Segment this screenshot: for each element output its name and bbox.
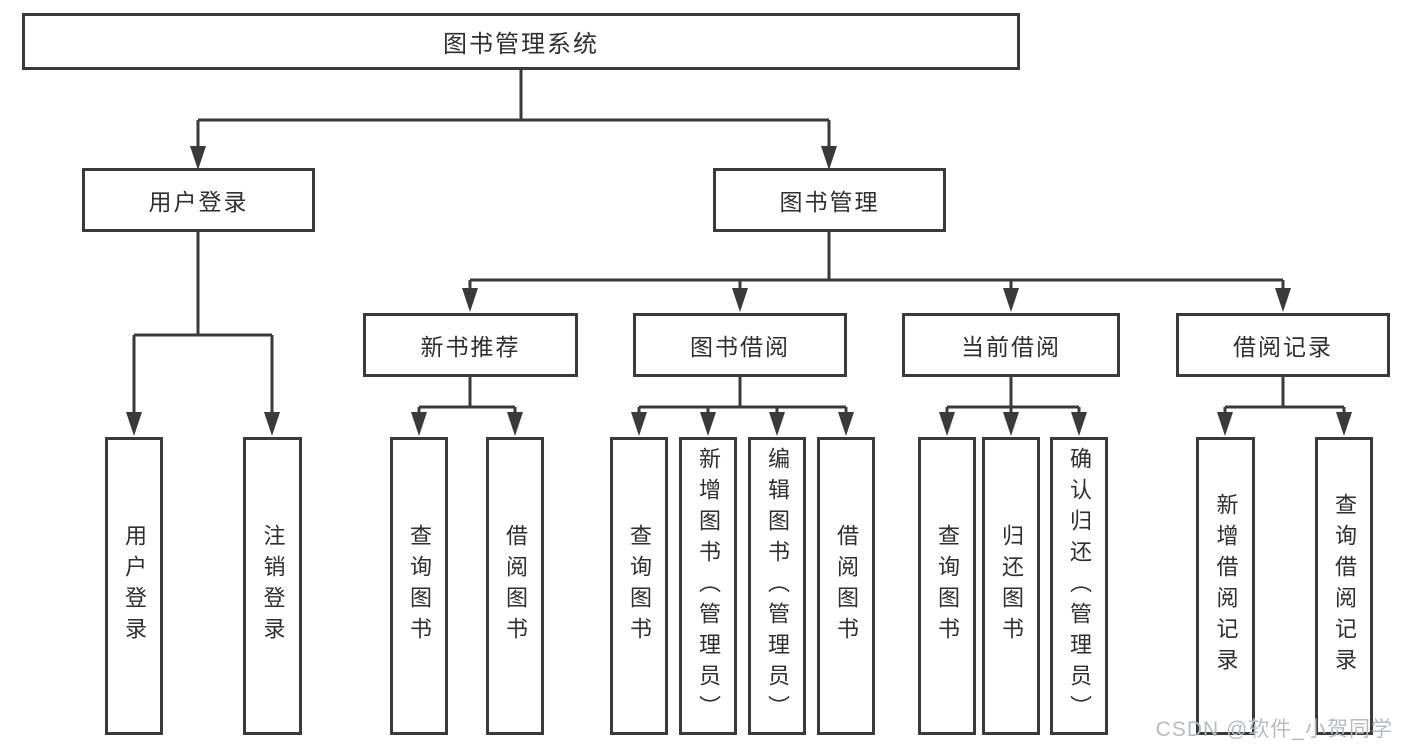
leaf-query-books-recommend: 查询图书 (390, 437, 448, 735)
arrowhead-book-borrowing (732, 288, 748, 312)
arrowhead-current-borrowing (1003, 288, 1019, 312)
arrowhead-return-books (1003, 412, 1019, 436)
arrowhead-add-books (700, 412, 716, 436)
arrowhead-confirm-return (1071, 412, 1087, 436)
connector-root-to-level2 (190, 70, 837, 170)
node-current-borrowing: 当前借阅 (902, 313, 1120, 377)
leaf-query-borrow-record: 查询借阅记录 (1315, 437, 1373, 735)
leaf-user-login-label: 用户登录 (122, 524, 147, 648)
leaf-logout-login: 注销登录 (243, 437, 302, 735)
leaf-return-books: 归还图书 (982, 437, 1040, 735)
leaf-add-books-admin-label: 新增图书（管理员） (696, 446, 721, 726)
arrowhead-new-book-recommend (462, 288, 478, 312)
node-library-management-system: 图书管理系统 (22, 13, 1020, 70)
leaf-borrow-books-recommend-label: 借阅图书 (503, 524, 528, 648)
leaf-query-books-borrowing-label: 查询图书 (627, 524, 652, 648)
csdn-watermark: CSDN @软件_小贺同学 (1155, 718, 1393, 741)
leaf-query-books-recommend-label: 查询图书 (407, 524, 432, 648)
node-user-login-label: 用户登录 (148, 189, 249, 215)
connector-borrowing-records-branch (1217, 377, 1352, 436)
leaf-return-books-label: 归还图书 (999, 524, 1024, 648)
connector-current-borrowing-branch (939, 377, 1087, 436)
arrowhead-borrowing-records (1275, 288, 1291, 312)
arrowhead-add-borrow-record (1217, 412, 1233, 436)
leaf-confirm-return-admin-label: 确认归还（管理员） (1067, 446, 1092, 726)
arrowhead-borrow-books-1 (507, 412, 523, 436)
arrowhead-leaf-user-login (126, 412, 142, 436)
leaf-edit-books-admin: 编辑图书（管理员） (748, 437, 806, 735)
leaf-borrow-books-label: 借阅图书 (834, 524, 859, 648)
node-book-management: 图书管理 (713, 168, 946, 232)
node-new-book-recommend-label: 新书推荐 (420, 334, 521, 360)
leaf-user-login: 用户登录 (105, 437, 163, 735)
node-current-borrowing-label: 当前借阅 (961, 334, 1061, 360)
node-book-management-label: 图书管理 (779, 189, 880, 215)
node-book-borrowing: 图书借阅 (633, 313, 847, 377)
connector-user-login-branch (126, 232, 280, 436)
arrowhead-query-books-2 (631, 412, 647, 436)
connector-book-management-branch (462, 232, 1291, 312)
leaf-query-borrow-record-label: 查询借阅记录 (1332, 493, 1357, 679)
leaf-edit-books-admin-label: 编辑图书（管理员） (765, 446, 790, 726)
node-book-borrowing-label: 图书借阅 (690, 334, 790, 360)
arrowhead-leaf-logout (264, 412, 280, 436)
leaf-add-borrow-record-label: 新增借阅记录 (1213, 493, 1239, 679)
leaf-query-books-current: 查询图书 (918, 437, 976, 735)
arrowhead-edit-books (769, 412, 785, 436)
node-borrowing-records-label: 借阅记录 (1233, 334, 1333, 360)
connector-book-borrowing-branch (631, 377, 854, 436)
leaf-query-books-current-label: 查询图书 (935, 524, 960, 648)
node-user-login: 用户登录 (82, 168, 315, 232)
arrowhead-query-books-3 (939, 412, 955, 436)
arrowhead-book-management (821, 146, 837, 170)
leaf-borrow-books-recommend: 借阅图书 (486, 437, 544, 735)
leaf-logout-login-label: 注销登录 (260, 524, 286, 648)
arrowhead-query-borrow-record (1336, 412, 1352, 436)
node-borrowing-records: 借阅记录 (1176, 313, 1390, 377)
leaf-query-books-borrowing: 查询图书 (610, 437, 668, 735)
leaf-confirm-return-admin: 确认归还（管理员） (1050, 437, 1108, 735)
leaf-add-borrow-record: 新增借阅记录 (1196, 437, 1255, 735)
leaf-borrow-books: 借阅图书 (817, 437, 875, 735)
node-library-management-system-label: 图书管理系统 (443, 31, 599, 58)
arrowhead-query-books-1 (411, 412, 427, 436)
arrowhead-user-login (190, 146, 206, 170)
arrowhead-borrow-books-2 (838, 412, 854, 436)
connector-new-book-recommend-branch (411, 377, 523, 436)
leaf-add-books-admin: 新增图书（管理员） (679, 437, 737, 735)
node-new-book-recommend: 新书推荐 (363, 313, 578, 377)
